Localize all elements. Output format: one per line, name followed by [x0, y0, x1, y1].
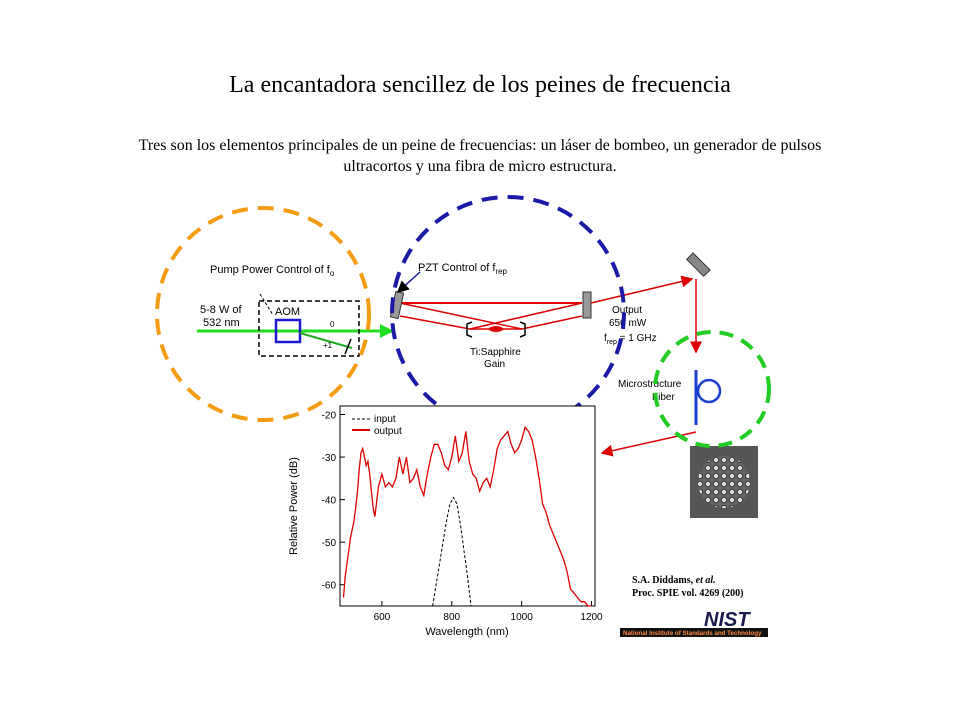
aom-box	[259, 301, 359, 356]
fiber-label-line1: Microstructure	[618, 379, 682, 390]
steering-mirror	[687, 253, 710, 276]
pzt-label-arrow	[398, 272, 420, 292]
y-tick-label: -30	[322, 453, 337, 464]
nist-name: National Institute of Standards and Tech…	[623, 630, 762, 637]
x-tick-label: 1000	[511, 612, 534, 623]
fiber-coil	[698, 380, 720, 402]
aom-label: AOM	[275, 306, 300, 318]
x-tick-label: 1200	[580, 612, 603, 623]
citation-author: S.A. Diddams, et al.	[632, 575, 716, 586]
y-tick-label: -50	[322, 538, 337, 549]
y-tick-label: -60	[322, 581, 337, 592]
output-label-line2: 650 mW	[609, 318, 647, 329]
cavity-beam-c	[400, 316, 470, 329]
x-tick-label: 800	[443, 612, 460, 623]
pump-input-line1: 5-8 W of	[200, 304, 243, 316]
y-tick-label: -20	[322, 411, 337, 422]
nist-logo: NIST	[704, 609, 751, 631]
fiber-cross-section	[698, 456, 750, 508]
pump-label: Pump Power Control of fo	[210, 264, 335, 278]
chart-x-axis-label: Wavelength (nm)	[425, 626, 508, 638]
output-beam	[591, 279, 692, 303]
x-tick-label: 600	[374, 612, 391, 623]
pump-input-line2: 532 nm	[203, 317, 240, 329]
cavity-beam-d	[522, 316, 582, 329]
chart-y-axis-label: Relative Power (dB)	[288, 457, 300, 555]
legend-input-label: input	[374, 414, 396, 425]
cavity-beam-b	[470, 303, 582, 329]
order-zero-label: 0	[330, 320, 335, 329]
output-label-line3: frep = 1 GHz	[604, 333, 657, 346]
ti-sapphire-crystal	[489, 326, 503, 332]
citation-journal: Proc. SPIE vol. 4269 (200)	[632, 588, 743, 599]
legend-output-label: output	[374, 426, 402, 437]
pump-laser-circle	[157, 208, 369, 420]
pump-label-leader	[260, 294, 273, 315]
output-label-line1: Output	[612, 305, 642, 316]
pzt-label: PZT Control of frep	[418, 262, 508, 276]
output-coupler	[583, 292, 591, 318]
order-plus-one-label: +1	[323, 341, 333, 350]
gain-label-line2: Gain	[484, 359, 505, 370]
cavity-beam-a	[400, 303, 522, 329]
y-tick-label: -40	[322, 496, 337, 507]
spectrum-chart: 600 800 1000 1200 -20 -30 -40 -50 -60 input outp…	[288, 406, 603, 638]
gain-label-line1: Ti:Sapphire	[470, 347, 521, 358]
